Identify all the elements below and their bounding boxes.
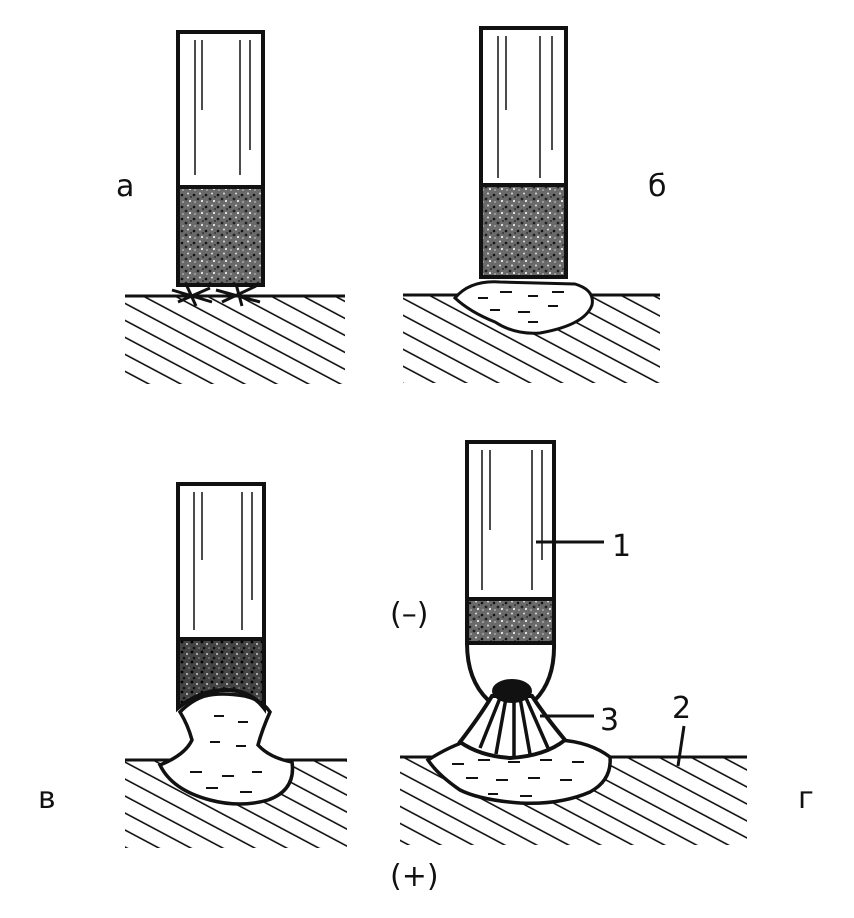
electrode-a (176, 30, 265, 287)
leader-lines-g (536, 540, 686, 767)
panel-b: б (403, 26, 667, 383)
weld-pool-v (157, 692, 295, 806)
electrode-v (176, 482, 266, 714)
weld-pool-b (452, 280, 594, 335)
panel-label-g: г (798, 781, 814, 816)
workpiece-a (125, 294, 345, 384)
callout-electrode: 1 (612, 529, 631, 564)
contact-sparks-a (171, 283, 261, 307)
panel-label-b: б (648, 169, 667, 204)
electrode-b (479, 26, 568, 279)
electrode-g (464, 440, 557, 702)
polarity-negative: (–) (390, 597, 428, 632)
arc-column-g (457, 679, 568, 761)
molten-droplet (492, 679, 532, 703)
callout-workpiece: 2 (672, 691, 691, 726)
callout-arc: 3 (600, 703, 619, 738)
polarity-positive: (+) (390, 859, 439, 894)
panel-g: 1 3 2 (–) (+) г (390, 440, 814, 894)
panel-a: а (116, 30, 345, 384)
panel-label-a: а (116, 169, 134, 204)
panel-label-v: в (38, 781, 56, 816)
panel-v: в (38, 482, 347, 848)
